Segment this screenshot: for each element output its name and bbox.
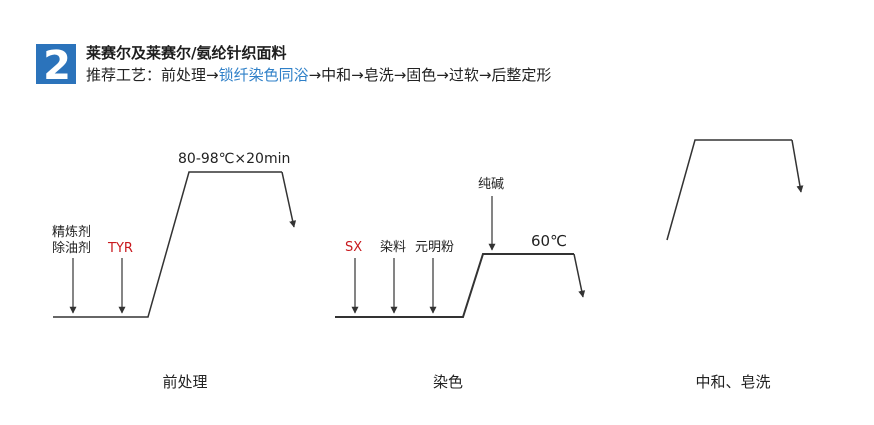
dyeing-label-alkali: 纯碱 [478, 177, 504, 192]
dyeing-diagram: SX 染料 元明粉 纯碱 60℃ 染色 [335, 177, 586, 391]
section-number-badge: 2 [36, 44, 76, 84]
pretreatment-diagram: 精炼剂 除油剂 TYR 80-98℃×20min 前处理 [52, 151, 297, 391]
pretreatment-caption: 前处理 [162, 373, 207, 391]
badge-background [36, 44, 76, 84]
dyeing-label-sx: SX [345, 240, 362, 255]
section-title: 莱赛尔及莱赛尔/氨纶针织面料 [86, 44, 287, 62]
neutralize-diagram: 中和、皂洗 [666, 139, 804, 391]
pretreatment-drain-arrow [281, 171, 297, 228]
pretreatment-temp-curve [53, 171, 282, 318]
neutralize-drain-arrow [791, 139, 804, 193]
dyeing-temp-curve [335, 253, 574, 318]
dyeing-label-salt: 元明粉 [415, 240, 454, 255]
process-highlight: 锁纤染色同浴 [218, 66, 309, 84]
dyeing-label-dye: 染料 [380, 240, 406, 255]
badge-number: 2 [43, 44, 71, 84]
pretreatment-label-degreasing: 除油剂 [52, 241, 91, 256]
pretreatment-condition: 80-98℃×20min [178, 151, 290, 167]
process-suffix: →中和→皂洗→固色→过软→后整定形 [308, 66, 552, 84]
neutralize-caption: 中和、皂洗 [695, 373, 770, 391]
dyeing-caption: 染色 [433, 373, 463, 391]
dyeing-drain-arrow [573, 253, 586, 298]
pretreatment-label-scouring: 精炼剂 [52, 225, 91, 240]
dyeing-temperature: 60℃ [531, 232, 567, 250]
neutralize-temp-curve [666, 139, 792, 241]
pretreatment-label-tyr: TYR [107, 241, 133, 256]
process-line: 推荐工艺：前处理→锁纤染色同浴→中和→皂洗→固色→过软→后整定形 [86, 66, 551, 85]
process-prefix: 推荐工艺：前处理→ [86, 66, 219, 84]
